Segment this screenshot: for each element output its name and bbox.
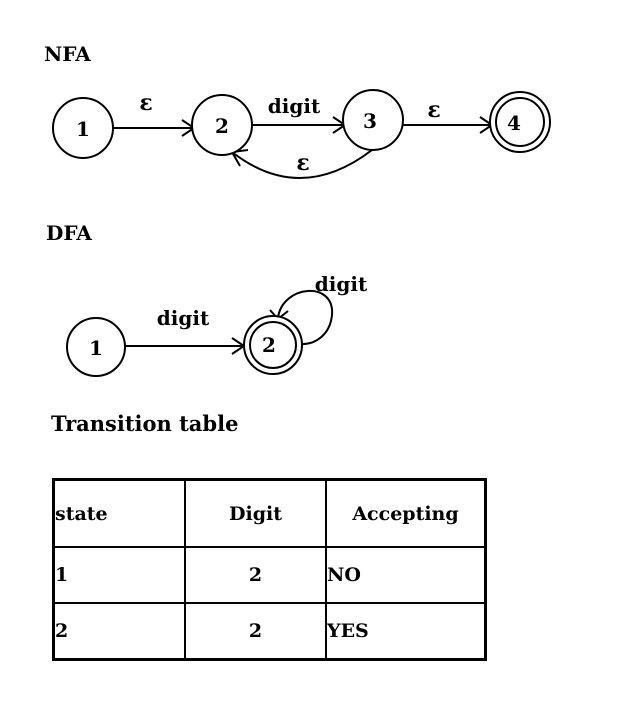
dfa-edge-2-2-label: digit [315, 272, 368, 296]
cell-accepting: YES [325, 602, 487, 661]
header-digit: Digit [184, 478, 327, 548]
dfa-edge-1-2: digit [125, 306, 246, 355]
dfa-title: DFA [46, 221, 92, 245]
cell-state: 1 [52, 546, 186, 604]
header-accepting: Accepting [325, 478, 487, 548]
cell-state: 2 [52, 602, 186, 661]
dfa-edge-2-2: digit [269, 272, 368, 346]
nfa-state-2-label: 2 [215, 114, 229, 138]
nfa-state-4-label: 4 [507, 111, 521, 135]
table-row: 2 2 YES [52, 602, 487, 661]
nfa-state-1-label: 1 [76, 117, 90, 141]
dfa-state-1-label: 1 [89, 336, 103, 360]
nfa-title: NFA [44, 42, 91, 66]
nfa-edge-1-2: ε [113, 90, 196, 137]
nfa-diagram: ε digit ε ε 1 2 3 [52, 89, 551, 179]
table-header-row: state Digit Accepting [52, 478, 487, 548]
transition-table-title: Transition table [51, 411, 239, 436]
table-row: 1 2 NO [52, 546, 487, 604]
nfa-state-4: 4 [489, 91, 551, 153]
dfa-edge-1-2-label: digit [157, 306, 210, 330]
nfa-edge-3-4-label: ε [427, 97, 440, 123]
dfa-state-1: 1 [66, 317, 126, 377]
nfa-edge-1-2-label: ε [139, 90, 152, 116]
nfa-state-3-label: 3 [363, 109, 377, 133]
nfa-edge-3-2: ε [230, 149, 373, 179]
nfa-state-2: 2 [191, 94, 253, 156]
transition-table: state Digit Accepting 1 2 NO 2 2 YES [52, 478, 487, 661]
nfa-edge-3-2-label: ε [296, 150, 309, 176]
cell-digit: 2 [184, 546, 327, 604]
cell-digit: 2 [184, 602, 327, 661]
nfa-state-3: 3 [342, 89, 404, 151]
dfa-state-2: 2 [243, 315, 303, 375]
nfa-edge-2-3-label: digit [268, 94, 321, 118]
header-state: state [52, 478, 186, 548]
nfa-edge-2-3: digit [251, 94, 347, 134]
nfa-state-1: 1 [52, 97, 114, 159]
cell-accepting: NO [325, 546, 487, 604]
dfa-state-2-label: 2 [262, 333, 276, 357]
dfa-diagram: digit digit 1 2 [66, 272, 368, 377]
nfa-edge-3-4: ε [403, 97, 494, 134]
